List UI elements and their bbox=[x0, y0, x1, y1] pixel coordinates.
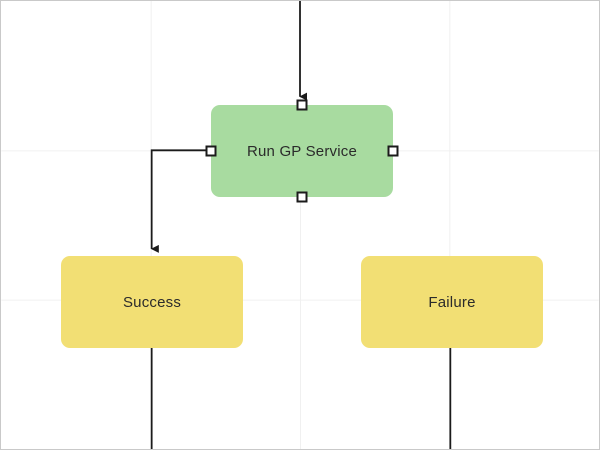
node-success[interactable]: Success bbox=[61, 256, 243, 348]
node-label: Failure bbox=[428, 293, 476, 311]
connection-handle-left[interactable] bbox=[205, 145, 217, 157]
node-label: Success bbox=[122, 293, 182, 311]
connection-handle-top[interactable] bbox=[296, 99, 308, 111]
connection-handle-bottom[interactable] bbox=[296, 191, 308, 203]
node-failure[interactable]: Failure bbox=[361, 256, 543, 348]
connection-handle-right[interactable] bbox=[387, 145, 399, 157]
node-label: Run GP Service bbox=[246, 142, 358, 160]
flow-edge[interactable] bbox=[150, 149, 211, 253]
node-run-gp-service[interactable]: Run GP Service bbox=[205, 99, 399, 203]
